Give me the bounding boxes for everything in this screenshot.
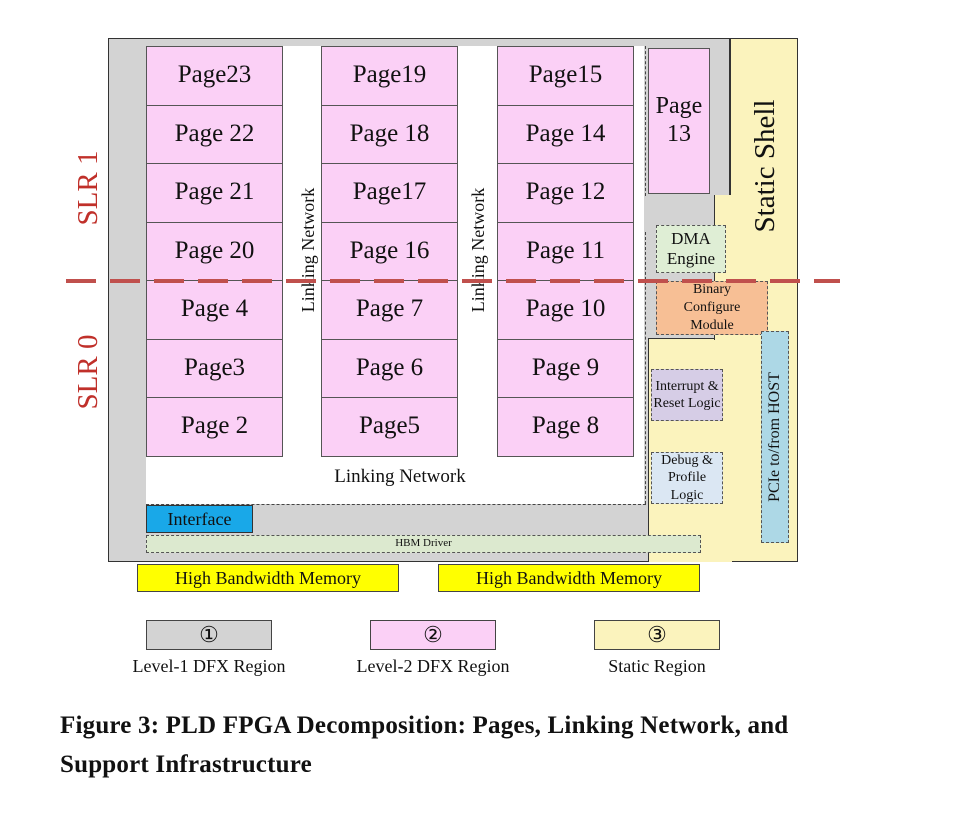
hbm-right-label: High Bandwidth Memory	[476, 567, 662, 588]
legend-level1-symbol: ①	[199, 622, 219, 647]
page-col2-3: Page17	[321, 163, 458, 223]
page-label: Page17	[352, 178, 427, 206]
page-label: Page 9	[531, 353, 600, 381]
page-col2-6: Page 6	[321, 338, 458, 398]
page-col2-1: Page19	[321, 46, 458, 106]
page-col1-2: Page 22	[146, 104, 283, 164]
legend-static-swatch: ③	[594, 620, 720, 650]
pcie-host	[761, 331, 789, 543]
legend-static-label: Static Region	[608, 656, 706, 676]
page-label: Page 11	[526, 236, 605, 264]
page-label: Page 22	[174, 119, 255, 147]
page-label: Page 20	[174, 236, 255, 264]
linking-network-border-right	[645, 232, 646, 504]
page-col3-1: Page15	[497, 46, 634, 106]
hbm-driver-label: HBM Driver	[395, 537, 452, 550]
linking-network-border-right-top	[645, 46, 646, 196]
page-label: Page 6	[355, 353, 424, 381]
debug-profile-logic: Debug & Profile Logic	[651, 452, 723, 504]
interrupt-reset-logic: Interrupt & Reset Logic	[651, 369, 723, 421]
page-col1-1: Page23	[146, 46, 283, 106]
page-col2-7: Page5	[321, 397, 458, 457]
pcie-host-label: PCIe to/from HOST	[766, 372, 783, 502]
page-13: Page 13	[648, 48, 710, 194]
slr-divider	[66, 279, 840, 283]
linking-network-label-left: Linking Network	[297, 187, 318, 313]
figure-caption: Figure 3: PLD FPGA Decomposition: Pages,…	[60, 712, 789, 778]
legend-level2-label: Level-2 DFX Region	[356, 656, 510, 676]
binary-configure-label: Binary Configure Module	[683, 281, 741, 334]
hbm-left: High Bandwidth Memory	[137, 564, 399, 592]
page-label: Page19	[352, 61, 427, 89]
dma-engine-label: DMA Engine	[666, 229, 716, 268]
hbm-driver: HBM Driver	[146, 535, 701, 553]
legend-level2-swatch: ②	[370, 620, 496, 650]
page-col3-6: Page 9	[497, 338, 634, 398]
static-shell-label: Static Shell	[748, 99, 781, 233]
page-col3-5: Page 10	[497, 280, 634, 340]
interface-label: Interface	[167, 508, 232, 529]
page-col2-5: Page 7	[321, 280, 458, 340]
page-col3-7: Page 8	[497, 397, 634, 457]
linking-network-border-bottom	[146, 504, 646, 505]
page-col3-2: Page 14	[497, 104, 634, 164]
page-label: Page 2	[180, 412, 249, 440]
slr-0-label: SLR 0	[71, 334, 104, 410]
page-col2-4: Page 16	[321, 221, 458, 281]
interface-block: Interface	[146, 505, 253, 533]
linking-network-label-bottom: Linking Network	[334, 466, 466, 487]
page-label: Page15	[528, 61, 603, 89]
page-label: Page 14	[525, 119, 606, 147]
page-label: Page5	[358, 412, 421, 440]
page-label: Page 4	[180, 295, 249, 323]
page-col1-6: Page3	[146, 338, 283, 398]
hbm-right: High Bandwidth Memory	[438, 564, 700, 592]
page-label: Page 21	[174, 178, 255, 206]
page-label: Page3	[183, 353, 246, 381]
page-label: Page23	[177, 61, 252, 89]
linking-network-label-right: Linking Network	[467, 187, 488, 313]
legend-static-symbol: ③	[647, 622, 667, 647]
page-col3-3: Page 12	[497, 163, 634, 223]
hbm-left-label: High Bandwidth Memory	[175, 567, 361, 588]
page-col3-4: Page 11	[497, 221, 634, 281]
page-label: Page 7	[355, 295, 424, 323]
binary-configure-module: Binary Configure Module	[656, 281, 768, 335]
page-col2-2: Page 18	[321, 104, 458, 164]
page-label: Page 10	[525, 295, 606, 323]
page-13-label: Page 13	[655, 93, 703, 147]
page-col1-5: Page 4	[146, 280, 283, 340]
page-col1-7: Page 2	[146, 397, 283, 457]
page-label: Page 18	[349, 119, 430, 147]
legend-level2-symbol: ②	[423, 622, 443, 647]
page-label: Page 12	[525, 178, 606, 206]
interrupt-reset-label: Interrupt & Reset Logic	[653, 378, 721, 412]
slr-1-label: SLR 1	[71, 150, 104, 226]
page-label: Page 8	[531, 412, 600, 440]
legend-level1-swatch: ①	[146, 620, 272, 650]
page-col1-3: Page 21	[146, 163, 283, 223]
debug-profile-label: Debug & Profile Logic	[661, 452, 713, 503]
legend-level1-label: Level-1 DFX Region	[132, 656, 286, 676]
dma-engine: DMA Engine	[656, 225, 726, 273]
page-label: Page 16	[349, 236, 430, 264]
